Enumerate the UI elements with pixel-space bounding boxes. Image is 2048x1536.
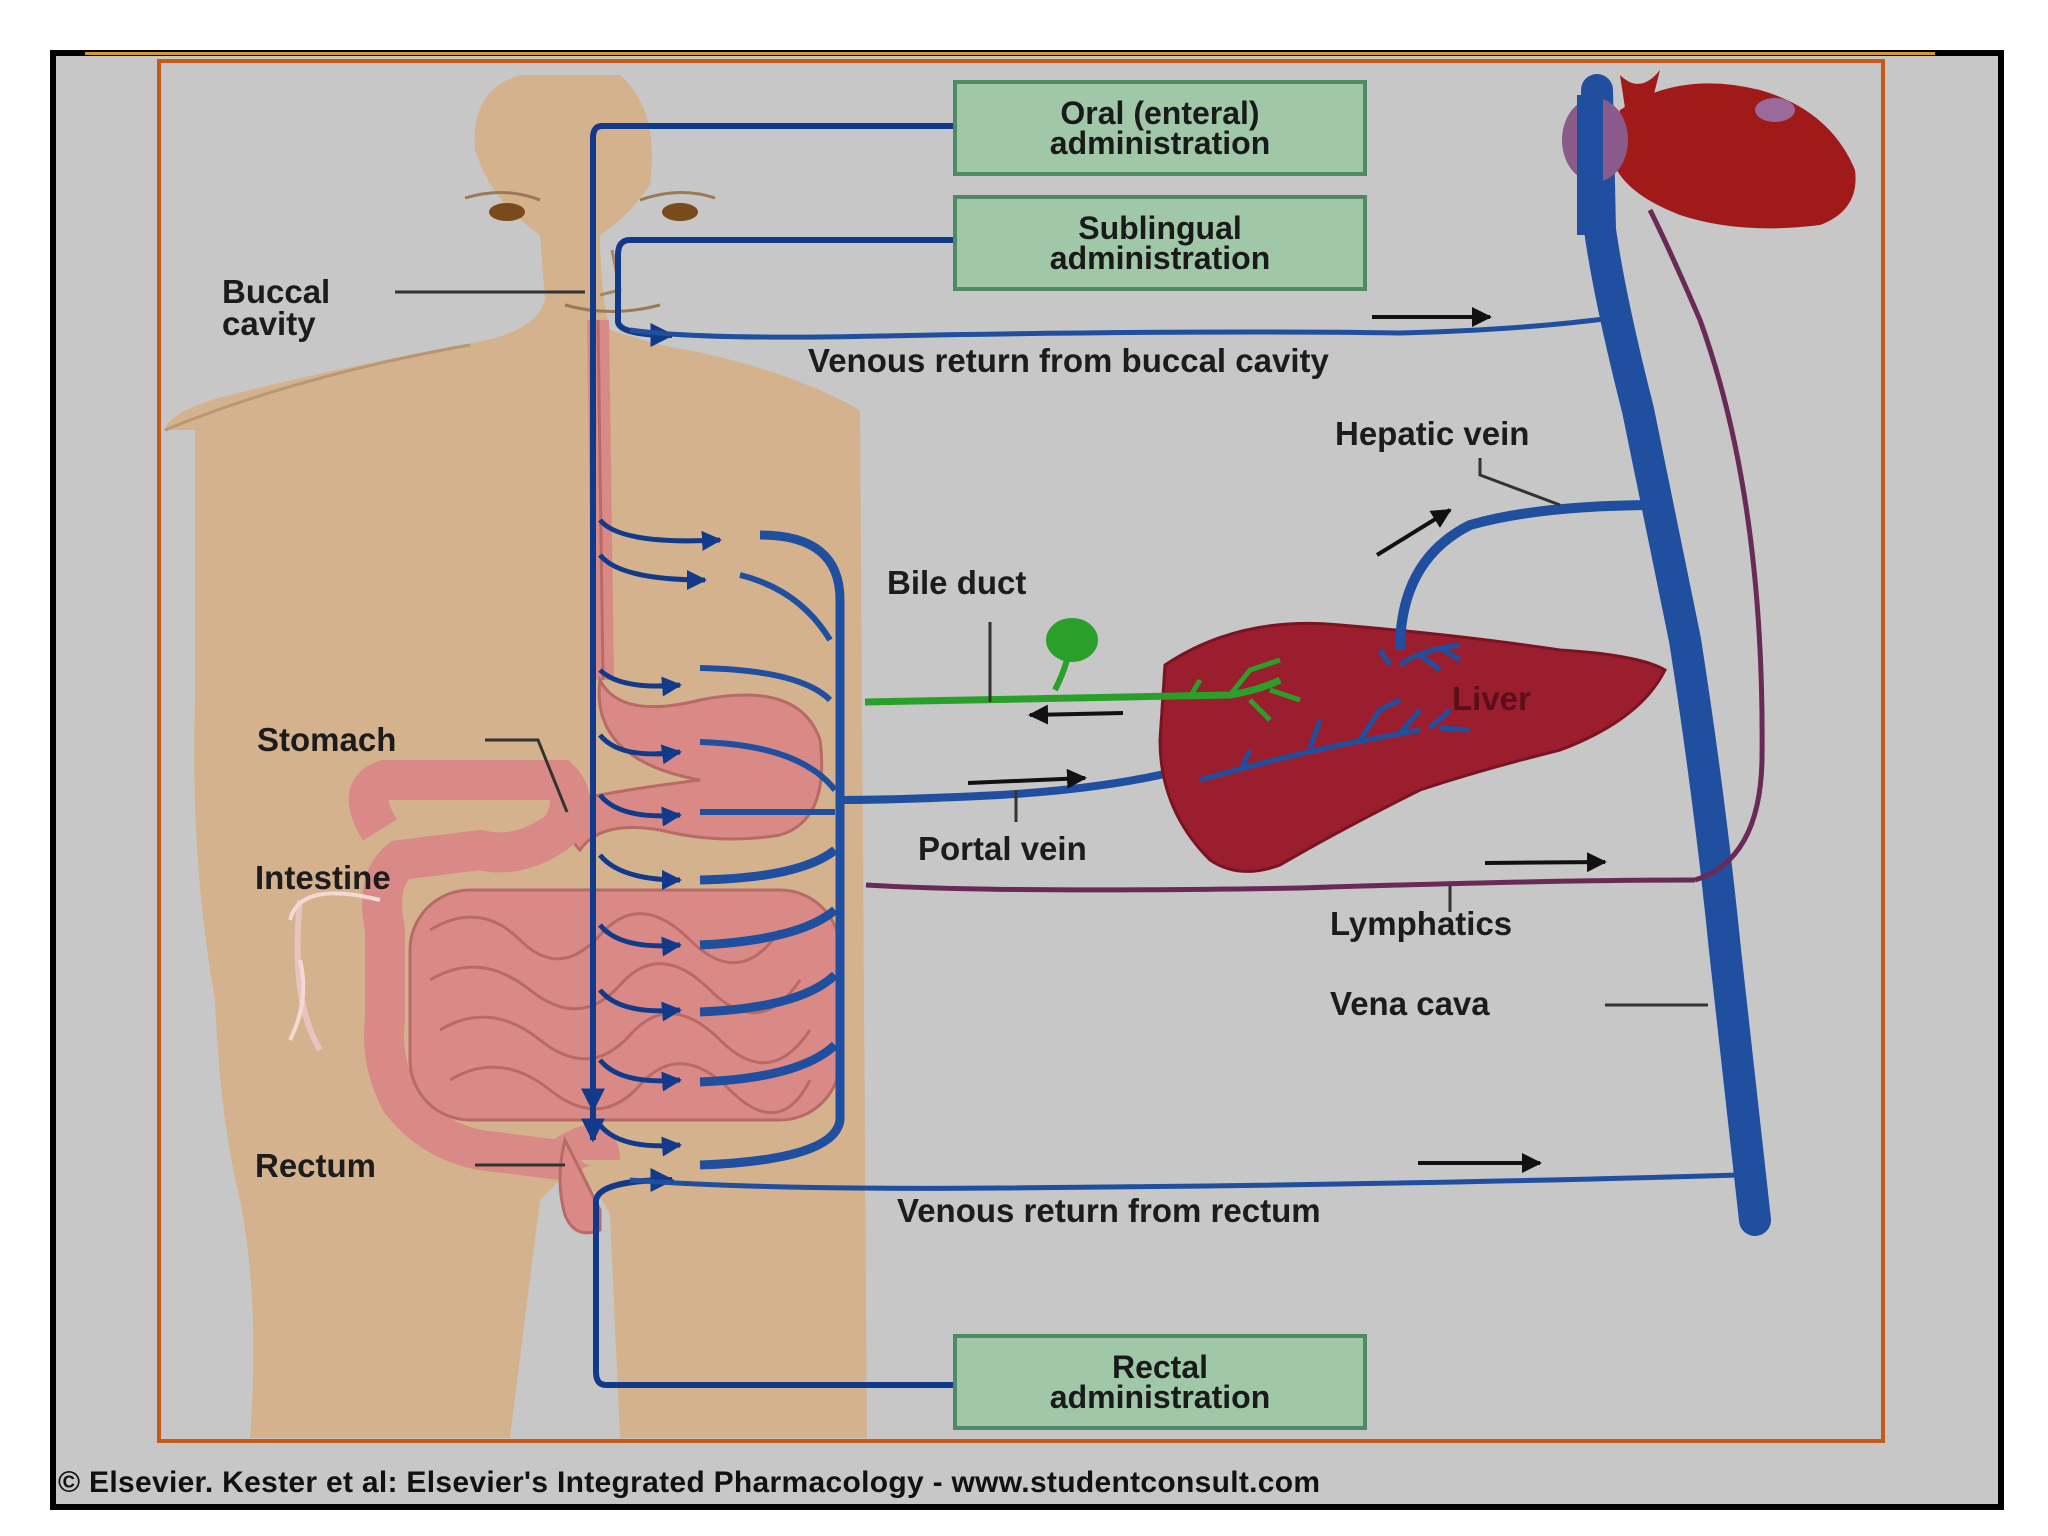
oral-administration-box: Oral (enteral) administration [953, 80, 1367, 176]
hepatic-vein [1395, 500, 1661, 651]
liver-label: Liver [1452, 680, 1531, 717]
portal-vein-label: Portal vein [918, 830, 1087, 867]
rectum-organ [558, 1135, 602, 1235]
heart-organ [1562, 70, 1856, 235]
lymphatics-label: Lymphatics [1330, 905, 1513, 942]
stomach-organ [567, 674, 824, 853]
sublingual-administration-box: Sublingual administration [953, 195, 1367, 291]
rectal-administration-box: Rectal administration [953, 1334, 1367, 1430]
bile-duct [864, 618, 1301, 722]
vena-cava-label: Vena cava [1330, 985, 1490, 1022]
intestine-label: Intestine [255, 859, 391, 896]
stomach-label: Stomach [257, 721, 397, 758]
buccal-venous-return [629, 315, 1613, 340]
sublingual-route [615, 237, 968, 347]
flow-arrows [967, 307, 1607, 1173]
rectal-venous-return [629, 1172, 1741, 1191]
copyright-credit: © Elsevier. Kester et al: Elsevier's Int… [58, 1466, 1321, 1499]
absorption-arrows [598, 518, 722, 1157]
thoracic-duct [1647, 208, 1765, 883]
buccal-cavity-label: Buccal cavity [222, 273, 331, 342]
bile-duct-label: Bile duct [887, 564, 1027, 601]
hepatic-vein-label: Hepatic vein [1335, 415, 1530, 452]
leader-lines [395, 290, 1708, 1167]
portal-tributaries [699, 530, 845, 1170]
diagram-border [157, 59, 1885, 1443]
lymphatics-vessel [865, 877, 1696, 893]
shoulder-outline [164, 343, 471, 432]
face-features [464, 190, 716, 313]
top-rule [85, 52, 1935, 55]
vena-cava [1581, 74, 1771, 1236]
liver-organ [1158, 621, 1667, 873]
venous-return-buccal-label: Venous return from buccal cavity [808, 342, 1329, 379]
oral-route [581, 123, 970, 1143]
venous-return-rectum-label: Venous return from rectum [897, 1192, 1321, 1229]
rectum-label: Rectum [255, 1147, 377, 1184]
